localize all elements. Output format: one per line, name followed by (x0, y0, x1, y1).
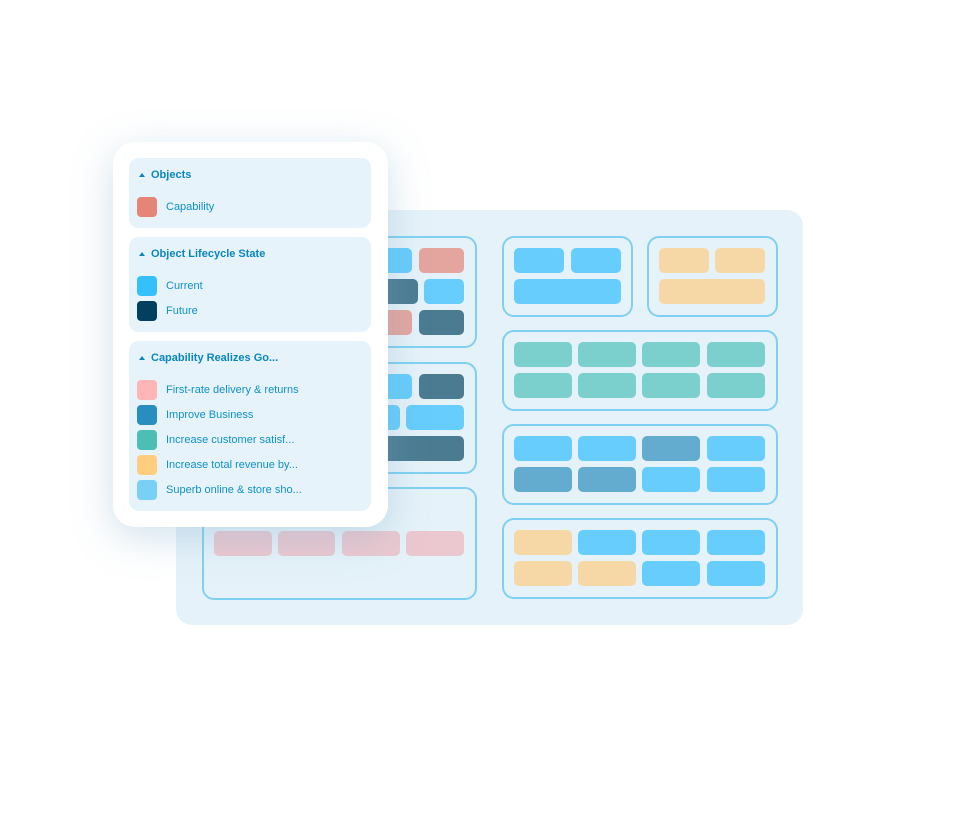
capability-tile[interactable] (424, 279, 464, 304)
capability-tile[interactable] (514, 561, 572, 586)
capability-tile[interactable] (707, 373, 765, 398)
capability-tile[interactable] (406, 405, 464, 430)
legend-item[interactable]: First-rate delivery & returns (137, 380, 299, 400)
color-swatch (137, 276, 157, 296)
capability-tile[interactable] (642, 436, 700, 461)
capability-tile[interactable] (514, 248, 564, 273)
legend-item-label: Superb online & store sho... (166, 484, 302, 496)
capability-tile[interactable] (419, 374, 464, 399)
color-swatch (137, 301, 157, 321)
capability-tile[interactable] (514, 342, 572, 367)
legend-section-objects: Objects Capability (129, 158, 371, 228)
capability-tile[interactable] (715, 248, 765, 273)
color-swatch (137, 380, 157, 400)
capability-group[interactable] (502, 518, 778, 599)
legend-panel: Objects Capability Object Lifecycle Stat… (113, 142, 388, 527)
legend-item[interactable]: Increase total revenue by... (137, 455, 298, 475)
capability-group[interactable] (502, 236, 633, 317)
capability-tile[interactable] (578, 342, 636, 367)
caret-up-icon (139, 252, 145, 256)
legend-item[interactable]: Increase customer satisf... (137, 430, 294, 450)
legend-item-label: Future (166, 305, 198, 317)
capability-tile[interactable] (578, 373, 636, 398)
capability-tile[interactable] (514, 436, 572, 461)
capability-tile[interactable] (642, 342, 700, 367)
capability-tile[interactable] (514, 467, 572, 492)
legend-item-label: First-rate delivery & returns (166, 384, 299, 396)
capability-tile[interactable] (707, 436, 765, 461)
capability-tile[interactable] (707, 530, 765, 555)
section-title: Object Lifecycle State (151, 248, 266, 260)
color-swatch (137, 430, 157, 450)
capability-tile[interactable] (214, 531, 272, 556)
capability-tile[interactable] (514, 279, 621, 304)
capability-tile[interactable] (406, 531, 464, 556)
capability-tile[interactable] (419, 310, 464, 335)
legend-section-goals: Capability Realizes Go... First-rate del… (129, 341, 371, 511)
capability-group[interactable] (502, 424, 778, 505)
capability-tile[interactable] (707, 467, 765, 492)
section-title: Capability Realizes Go... (151, 352, 279, 364)
legend-item-label: Capability (166, 201, 215, 213)
color-swatch (137, 197, 157, 217)
capability-tile[interactable] (642, 561, 700, 586)
legend-item[interactable]: Future (137, 301, 198, 321)
capability-tile[interactable] (514, 530, 572, 555)
legend-item-label: Current (166, 280, 203, 292)
legend-item[interactable]: Capability (137, 197, 214, 217)
capability-tile[interactable] (642, 530, 700, 555)
capability-group[interactable] (647, 236, 778, 317)
section-toggle[interactable]: Object Lifecycle State (139, 248, 265, 260)
capability-tile[interactable] (642, 467, 700, 492)
legend-item[interactable]: Current (137, 276, 203, 296)
caret-up-icon (139, 173, 145, 177)
capability-tile[interactable] (419, 248, 464, 273)
section-toggle[interactable]: Capability Realizes Go... (139, 352, 278, 364)
capability-tile[interactable] (659, 279, 765, 304)
caret-up-icon (139, 356, 145, 360)
legend-item-label: Increase total revenue by... (166, 459, 298, 471)
capability-tile[interactable] (707, 561, 765, 586)
capability-tile[interactable] (342, 531, 400, 556)
legend-item[interactable]: Superb online & store sho... (137, 480, 302, 500)
capability-tile[interactable] (659, 248, 709, 273)
color-swatch (137, 405, 157, 425)
capability-tile[interactable] (278, 531, 335, 556)
capability-tile[interactable] (642, 373, 700, 398)
capability-tile[interactable] (578, 467, 636, 492)
color-swatch (137, 455, 157, 475)
capability-tile[interactable] (578, 561, 636, 586)
capability-tile[interactable] (514, 373, 572, 398)
capability-group[interactable] (502, 330, 778, 411)
section-title: Objects (151, 169, 192, 181)
capability-tile[interactable] (571, 248, 621, 273)
section-toggle[interactable]: Objects (139, 169, 191, 181)
capability-tile[interactable] (578, 436, 636, 461)
capability-tile[interactable] (578, 530, 636, 555)
capability-tile[interactable] (707, 342, 765, 367)
legend-item[interactable]: Improve Business (137, 405, 253, 425)
color-swatch (137, 480, 157, 500)
legend-item-label: Increase customer satisf... (166, 434, 295, 446)
legend-item-label: Improve Business (166, 409, 254, 421)
legend-section-lifecycle: Object Lifecycle State Current Future (129, 237, 371, 332)
